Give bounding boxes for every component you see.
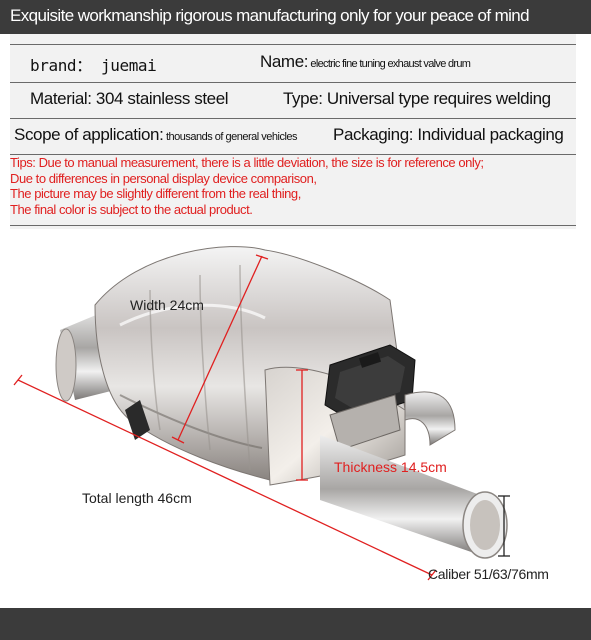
tips-line: The final color is subject to the actual…	[10, 201, 253, 217]
tips-line: The picture may be slightly different fr…	[10, 186, 301, 201]
caliber-dimension-line	[498, 495, 510, 557]
outlet-pipe	[320, 435, 508, 559]
spec-row-material-type: Material: 304 stainless steel Type: Univ…	[10, 82, 576, 119]
footer-bar	[0, 608, 591, 640]
spec-row-brand-name: brand： juemai Name: electric fine tuning…	[10, 44, 576, 80]
divider	[10, 44, 576, 45]
header-title: Exquisite workmanship rigorous manufactu…	[10, 6, 530, 25]
tips-block: Tips: Due to manual measurement, there i…	[10, 154, 576, 226]
tips-line: Tips: Due to manual measurement, there i…	[10, 155, 484, 170]
material-text: Material: 304 stainless steel	[30, 89, 229, 108]
tips-line: Due to differences in personal display d…	[10, 170, 317, 186]
exhaust-valve-drum-image	[13, 246, 510, 581]
electric-valve-actuator	[324, 344, 416, 451]
spec-panel: brand： juemai Name: electric fine tuning…	[10, 34, 576, 229]
type-text: Type: Universal type requires welding	[283, 89, 551, 108]
name-label: Name:	[260, 52, 309, 71]
name-value: electric fine tuning exhaust valve drum	[308, 58, 471, 70]
curved-pipe	[404, 391, 456, 446]
dimension-lines	[13, 254, 437, 581]
total-length-label: Total length 46cm	[82, 490, 192, 506]
brand-text: brand： juemai	[30, 56, 157, 75]
thickness-label: Thickness 14.5cm	[334, 459, 447, 475]
scope-value: thousands of general vehicles	[163, 131, 298, 143]
header-banner: Exquisite workmanship rigorous manufactu…	[0, 0, 591, 34]
total-length-dimension-line	[17, 379, 433, 576]
spec-row-scope-packaging: Scope of application: thousands of gener…	[10, 118, 576, 155]
scope-label: Scope of application:	[14, 125, 164, 144]
width-label: Width 24cm	[130, 297, 204, 313]
caliber-label: Caliber 51/63/76mm	[428, 566, 549, 582]
width-dimension-line	[177, 255, 263, 441]
product-name: Name: electric fine tuning exhaust valve…	[260, 52, 471, 72]
scope-of-application: Scope of application: thousands of gener…	[14, 125, 298, 145]
packaging-text: Packaging: Individual packaging	[333, 125, 564, 144]
